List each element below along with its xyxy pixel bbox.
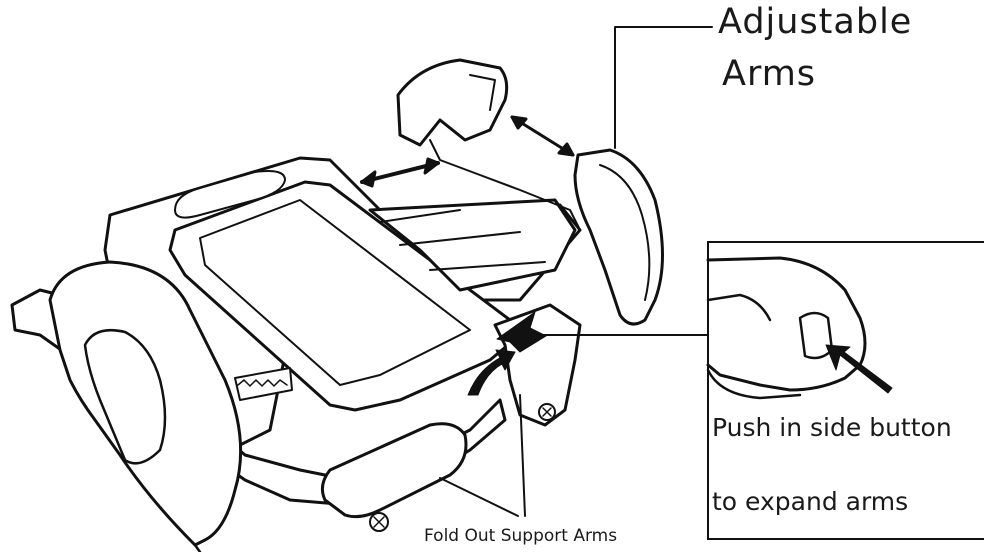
plate-slot <box>174 170 286 219</box>
rail-channel <box>368 198 577 292</box>
fold-callout-1 <box>439 477 519 517</box>
push-button-label-line1: Push in side button <box>712 413 952 442</box>
inset-frame <box>707 241 984 540</box>
adjustable-arms-label-line2: Arms <box>722 54 817 94</box>
inset-push-arrow <box>825 344 893 394</box>
back-plate <box>168 180 522 412</box>
inset-closeup <box>706 256 893 400</box>
adjustable-arms-label-line1: Adjustable <box>718 2 913 42</box>
push-button-label-line2: to expand arms <box>712 487 909 516</box>
arms-callout <box>614 26 713 149</box>
upper-arm-left <box>396 58 509 147</box>
upper-arm-right <box>573 148 664 326</box>
fold-callout-2 <box>519 394 526 517</box>
fold-arrow <box>467 349 516 396</box>
support-arm <box>320 422 468 519</box>
plate-inner <box>199 199 471 386</box>
fold-out-support-arms-label: Fold Out Support Arms <box>424 526 618 546</box>
